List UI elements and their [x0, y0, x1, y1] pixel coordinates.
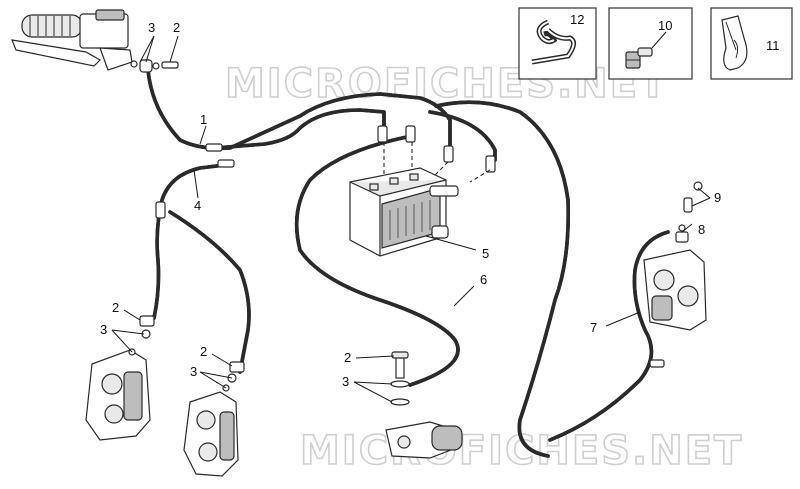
- callout-2-bottom: 2: [344, 350, 351, 365]
- callout-5: 5: [482, 246, 489, 261]
- callouts: 3 2 1 4 5 6 7 8 9 2 3 2 3 2 3: [100, 20, 721, 389]
- hoses: [146, 68, 670, 458]
- inset-box-10: 10: [608, 7, 693, 80]
- callout-2-left: 2: [112, 300, 119, 315]
- callout-10: 10: [658, 18, 672, 33]
- hose-fittings: [155, 125, 665, 368]
- callout-2-mid: 2: [200, 344, 207, 359]
- leader-lines: [111, 35, 711, 403]
- clamp-clip-icon: [625, 47, 653, 69]
- callout-7: 7: [590, 320, 597, 335]
- callout-3-mid: 3: [190, 364, 197, 379]
- callout-6: 6: [480, 272, 487, 287]
- callout-2-top: 2: [173, 20, 180, 35]
- front-left-brake-caliper: [85, 315, 155, 441]
- abs-modulator-unit: [349, 167, 459, 257]
- rear-brake-caliper: [643, 181, 707, 331]
- inset-box-11: 11: [710, 7, 793, 80]
- bracket-clip-icon: [721, 15, 748, 71]
- front-brake-master-cylinder: [11, 9, 133, 71]
- callout-9: 9: [714, 190, 721, 205]
- callout-4: 4: [194, 198, 201, 213]
- callout-3-left: 3: [100, 322, 107, 337]
- front-right-brake-caliper: [183, 361, 245, 477]
- callout-8: 8: [698, 222, 705, 237]
- callout-11: 11: [766, 38, 780, 53]
- watermark-top: MICROFICHES.NET: [225, 61, 668, 107]
- rear-brake-master-cylinder: [385, 351, 463, 459]
- callout-3-bottom: 3: [342, 374, 349, 389]
- callout-1: 1: [200, 112, 207, 127]
- inset-box-12: 12: [518, 7, 597, 80]
- callout-3-top: 3: [148, 20, 155, 35]
- top-banjo-fitting: [130, 59, 179, 73]
- callout-12: 12: [570, 12, 584, 27]
